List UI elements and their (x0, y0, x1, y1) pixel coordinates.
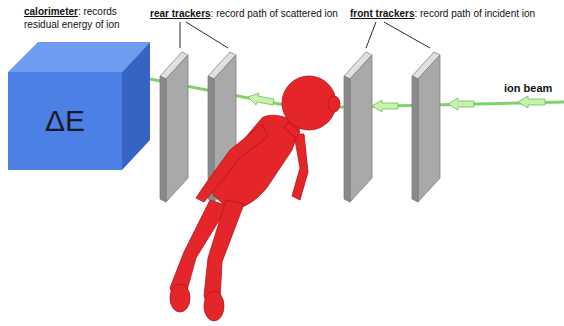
part-name: rear trackers (150, 8, 211, 19)
part-description: : record path of incident ion (414, 8, 535, 19)
part-name: front trackers (350, 8, 414, 19)
leader-line (180, 22, 430, 48)
part-name: calorimeter (24, 6, 78, 17)
annotation: rear trackers: record path of scattered … (150, 8, 338, 21)
annotation: ion beam (502, 82, 554, 96)
calorimeter-face: ΔE (8, 72, 122, 170)
calorimeter-side (122, 42, 150, 170)
front-tracker (344, 52, 372, 202)
node-label: ΔE (45, 104, 85, 138)
patient-figure (170, 76, 340, 321)
beam-label: ion beam (502, 82, 554, 94)
annotation: front trackers: record path of incident … (350, 8, 535, 21)
part-description: : record path of scattered ion (211, 8, 338, 19)
rear-tracker (160, 52, 188, 202)
annotation: calorimeter: records residual energy of … (24, 6, 152, 31)
front-tracker (412, 52, 440, 202)
calorimeter-front (8, 72, 122, 170)
